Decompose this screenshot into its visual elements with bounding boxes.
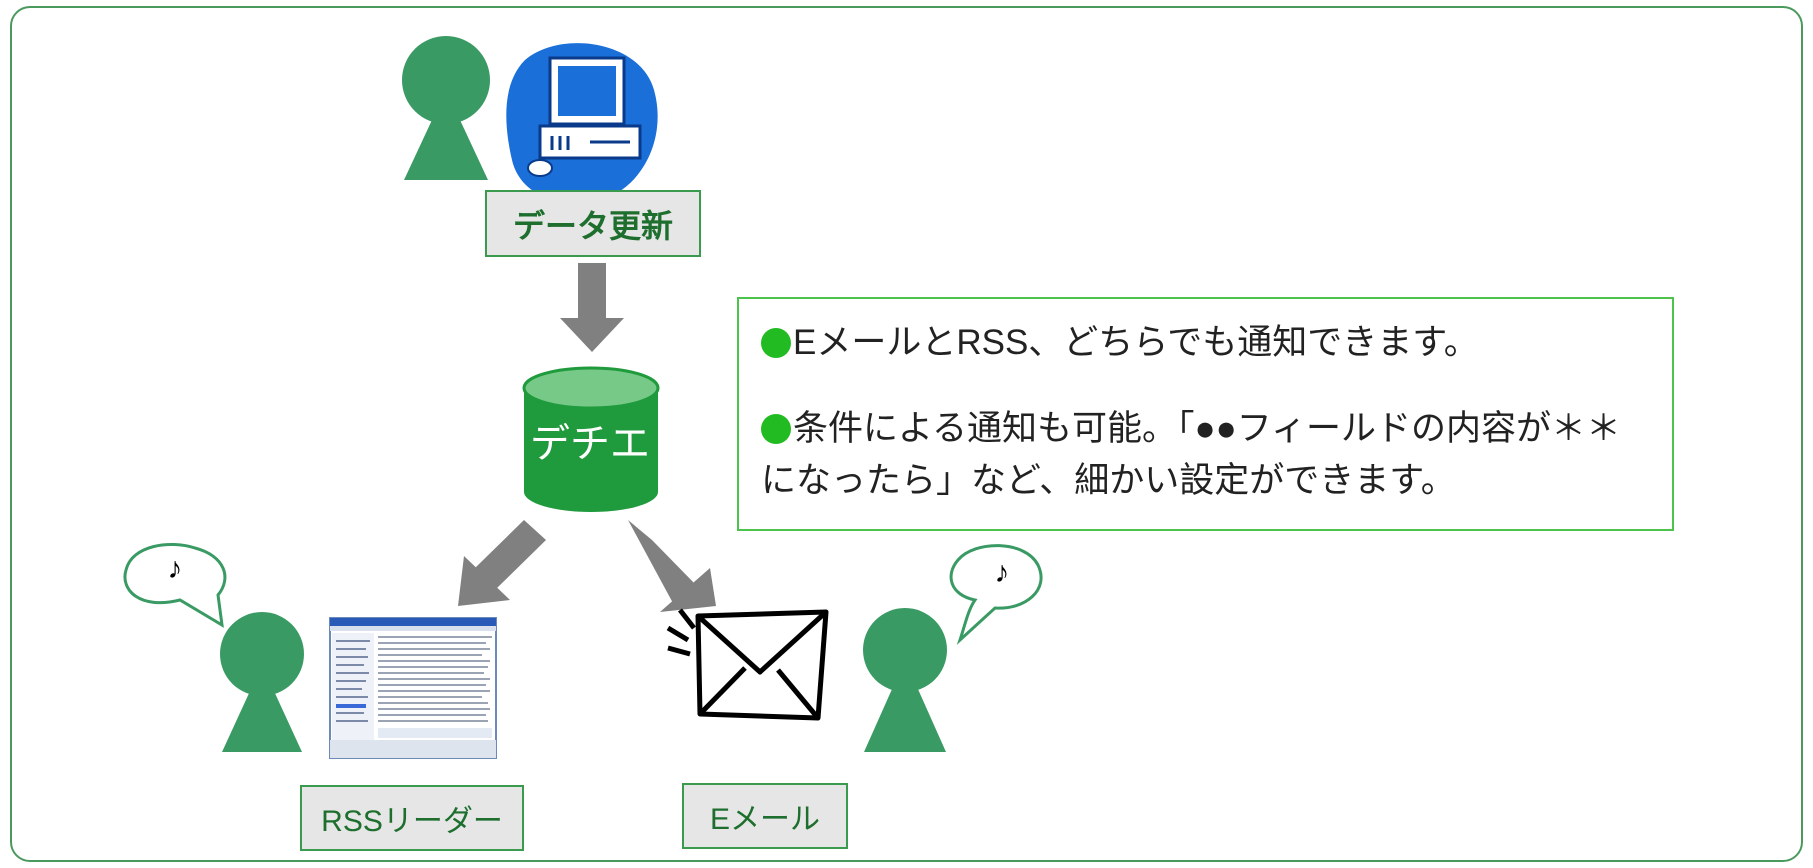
- database-icon: [522, 366, 660, 512]
- note-line-1: EメールとRSS、どちらでも通知できます。: [761, 317, 1650, 369]
- envelope-icon: [666, 608, 829, 721]
- rss-reader-label: RSSリーダー: [300, 785, 524, 851]
- computer-icon: [506, 43, 658, 204]
- speech-bubble-icon-right: [949, 544, 1043, 646]
- bullet-icon: [761, 414, 791, 444]
- music-note-right: ♪: [994, 556, 1010, 589]
- note-line-2: 条件による通知も可能。「●●フィールドの内容が＊＊になったら」など、細かい設定が…: [761, 409, 1622, 500]
- arrow-down-left-icon: [458, 520, 546, 606]
- notification-note: EメールとRSS、どちらでも通知できます。 条件による通知も可能。「●●フィール…: [737, 297, 1674, 531]
- data-update-label: データ更新: [485, 190, 701, 257]
- arrow-down-right-icon: [628, 520, 716, 612]
- database-label: デチエ: [530, 422, 650, 466]
- speech-bubble-icon-left: [123, 543, 227, 628]
- rss-reader-screenshot: [329, 617, 497, 759]
- diagram-frame: [10, 6, 1803, 862]
- person-icon-left: [220, 612, 304, 752]
- bullet-icon: [761, 328, 791, 358]
- person-icon-top: [402, 36, 490, 180]
- person-icon-right: [863, 608, 947, 752]
- arrow-down-icon: [560, 263, 624, 352]
- email-label: Eメール: [682, 783, 848, 849]
- music-note-left: ♪: [167, 552, 183, 585]
